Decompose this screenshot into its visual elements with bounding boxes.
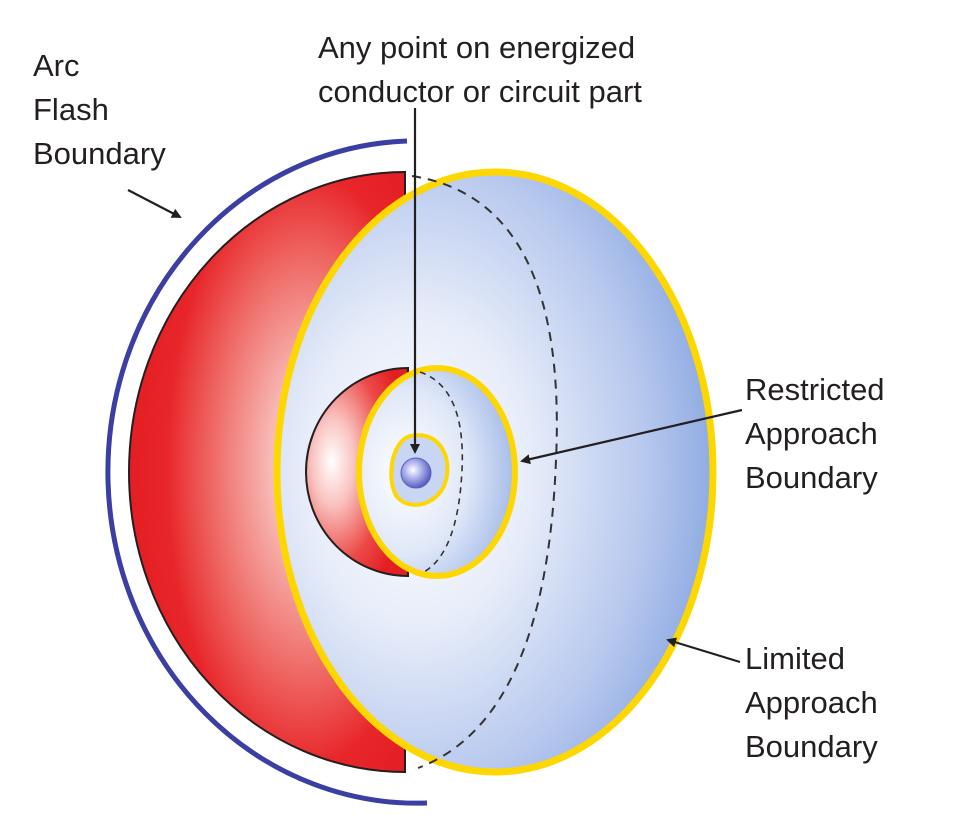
limited-approach-rim — [273, 168, 717, 776]
arrow-arc-flash — [127, 189, 182, 218]
limited-line-3: Boundary — [745, 729, 878, 764]
restricted-line-2: Approach — [745, 416, 878, 451]
energized-point-line-1: Any point on energized — [318, 30, 636, 65]
restricted-approach-rim — [356, 365, 518, 579]
limited-line-1: Limited — [745, 641, 845, 676]
arc-flash-line-3: Boundary — [33, 136, 166, 171]
arrow-restricted — [520, 408, 743, 465]
restricted-line-1: Restricted — [745, 372, 885, 407]
energized-point-line-2: conductor or circuit part — [318, 74, 642, 109]
limited-approach-label: Limited Approach Boundary — [745, 637, 878, 769]
inner-dashed-curve — [419, 371, 464, 573]
arc-flash-boundary-label: Arc Flash Boundary — [33, 44, 166, 176]
restricted-line-3: Boundary — [745, 460, 878, 495]
energized-point-label: Any point on energized conductor or circ… — [318, 26, 642, 114]
arc-flash-boundary-line — [105, 138, 428, 806]
arc-flash-line-2: Flash — [33, 92, 109, 127]
arc-flash-line-1: Arc — [33, 48, 80, 83]
energized-conductor-point — [400, 457, 432, 489]
restricted-approach-label: Restricted Approach Boundary — [745, 368, 885, 500]
outer-dashed-curve — [411, 175, 558, 769]
limited-line-2: Approach — [745, 685, 878, 720]
arrow-limited — [666, 637, 741, 664]
